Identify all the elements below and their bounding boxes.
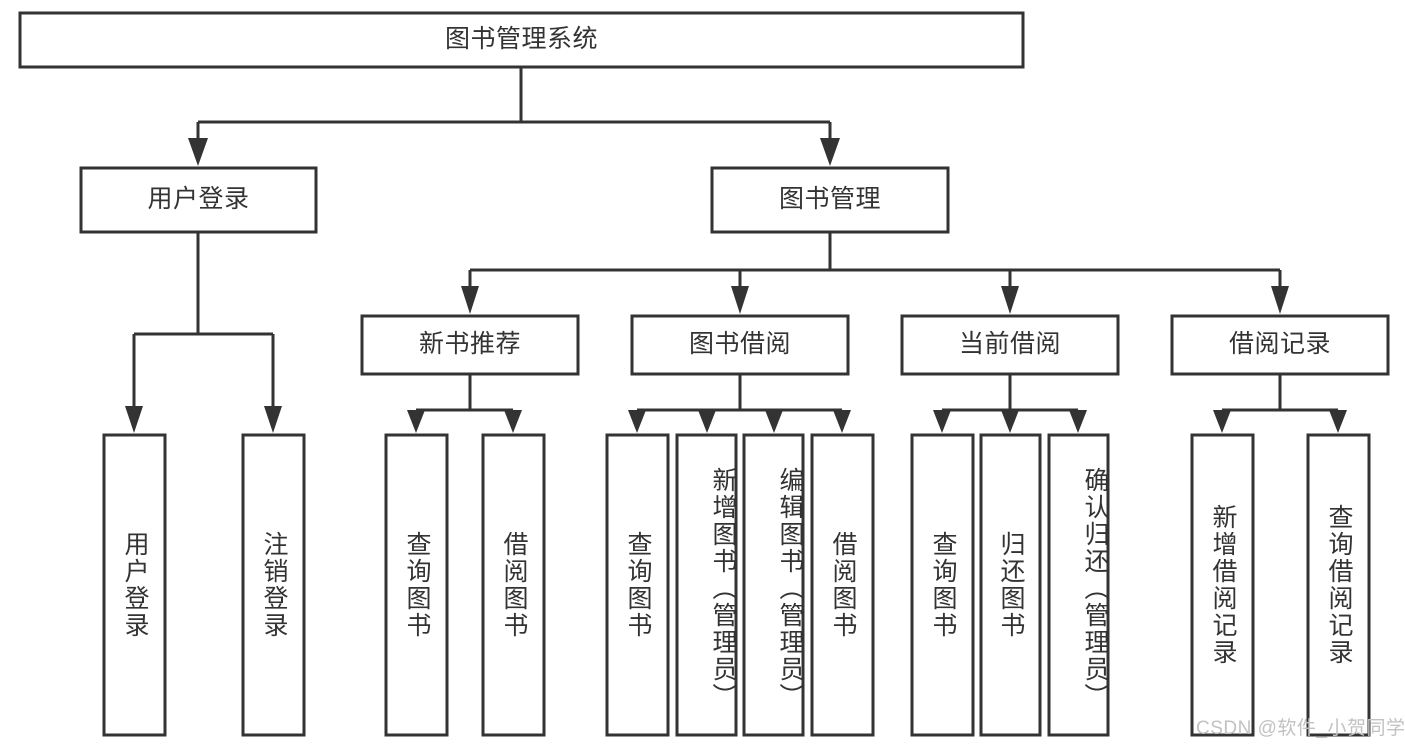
- arrow-head-bookmgmt: [820, 138, 840, 166]
- connector-group-userlogin: [125, 232, 282, 433]
- node-box-leaf-add-borrow-record[interactable]: [1190, 433, 1255, 737]
- arrow-head-leaf-newbook-2: [504, 410, 522, 433]
- node-box-leaf-borrow-book-a[interactable]: [481, 433, 546, 737]
- node-box-new-book-recommend[interactable]: [360, 314, 580, 376]
- connector-group-root: [188, 67, 840, 166]
- arrow-head-leaf-user-login-2: [264, 406, 282, 433]
- arrow-head-leaf-currentborrow-3: [1069, 410, 1087, 433]
- arrow-head-leaf-borrowrecord-2: [1329, 410, 1347, 433]
- node-box-leaf-return-book[interactable]: [979, 433, 1042, 737]
- arrow-head-leaf-currentborrow-1: [933, 410, 951, 433]
- node-box-current-borrow[interactable]: [900, 314, 1120, 376]
- node-box-leaf-user-logout[interactable]: [241, 433, 306, 737]
- arrow-head-level3-2: [731, 286, 749, 314]
- node-box-book-management[interactable]: [710, 166, 950, 234]
- connector-group-newbook: [407, 374, 522, 433]
- node-box-leaf-edit-book-admin[interactable]: [742, 433, 805, 737]
- csdn-watermark: CSDN @软件_小贺同学: [1196, 718, 1405, 739]
- node-box-leaf-confirm-return-admin[interactable]: [1047, 433, 1110, 737]
- node-box-root-title[interactable]: [18, 11, 1025, 69]
- arrow-head-leaf-bookborrow-2: [698, 410, 716, 433]
- arrow-head-leaf-currentborrow-2: [1001, 410, 1019, 433]
- node-box-leaf-user-login[interactable]: [102, 433, 167, 737]
- node-box-book-borrow[interactable]: [630, 314, 850, 376]
- node-box-leaf-add-book-admin[interactable]: [675, 433, 738, 737]
- arrow-head-leaf-bookborrow-1: [628, 410, 646, 433]
- connector-group-bookborrow: [628, 374, 851, 433]
- node-box-leaf-query-book-a[interactable]: [384, 433, 449, 737]
- connector-group-currentborrow: [933, 374, 1087, 433]
- node-box-leaf-query-book-c[interactable]: [910, 433, 975, 737]
- arrow-head-level3-4: [1271, 286, 1289, 314]
- node-box-leaf-query-borrow-record[interactable]: [1306, 433, 1371, 737]
- arrow-head-leaf-newbook-1: [407, 410, 425, 433]
- connector-group-bookmgmt: [461, 232, 1289, 314]
- arrow-head-userlogin: [188, 138, 208, 166]
- arrow-head-level3-3: [1001, 286, 1019, 314]
- node-box-borrow-record[interactable]: [1170, 314, 1390, 376]
- node-box-leaf-borrow-book-b[interactable]: [810, 433, 875, 737]
- node-box-leaf-query-book-b[interactable]: [605, 433, 670, 737]
- arrow-head-leaf-borrowrecord-1: [1213, 410, 1231, 433]
- arrow-head-leaf-user-login-1: [125, 406, 143, 433]
- arrow-head-leaf-bookborrow-4: [833, 410, 851, 433]
- node-box-user-login[interactable]: [79, 166, 318, 234]
- connector-group-borrowrecord: [1213, 374, 1347, 433]
- arrow-head-level3-1: [461, 286, 479, 314]
- arrow-head-leaf-bookborrow-3: [765, 410, 783, 433]
